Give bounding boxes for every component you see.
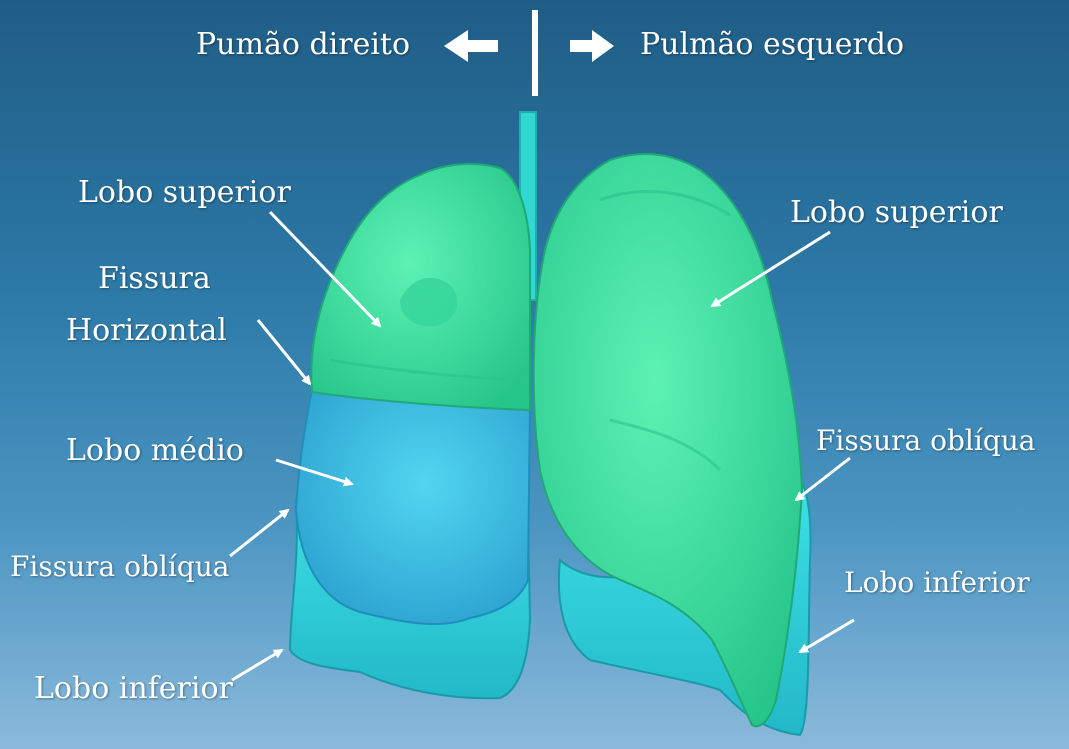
left-lung-header: Pulmão esquerdo bbox=[640, 28, 904, 62]
arrow-left-icon bbox=[444, 30, 498, 62]
label-right-inferior-lobe: Lobo inferior bbox=[34, 672, 233, 706]
pointer-horizontal-fissure bbox=[258, 320, 310, 384]
label-right-oblique-fissure: Fissura oblíqua bbox=[10, 550, 229, 584]
pointer-right-inferior bbox=[232, 650, 282, 680]
label-left-inferior-lobe: Lobo inferior bbox=[844, 566, 1030, 600]
right-lung-header: Pumão direito bbox=[196, 28, 410, 62]
right-lung bbox=[290, 164, 530, 698]
arrow-right-icon bbox=[570, 30, 614, 62]
left-lung bbox=[534, 154, 811, 735]
right-middle-lobe bbox=[296, 390, 530, 624]
label-horizontal-fissure-1: Fissura bbox=[98, 262, 211, 296]
label-left-oblique-fissure: Fissura oblíqua bbox=[816, 424, 1035, 458]
label-right-superior-lobe: Lobo superior bbox=[78, 176, 291, 210]
label-right-middle-lobe: Lobo médio bbox=[66, 434, 244, 468]
label-left-superior-lobe: Lobo superior bbox=[790, 196, 1003, 230]
label-horizontal-fissure-2: Horizontal bbox=[66, 314, 227, 348]
pointer-left-oblique bbox=[796, 458, 850, 500]
pointer-right-oblique bbox=[230, 510, 288, 556]
